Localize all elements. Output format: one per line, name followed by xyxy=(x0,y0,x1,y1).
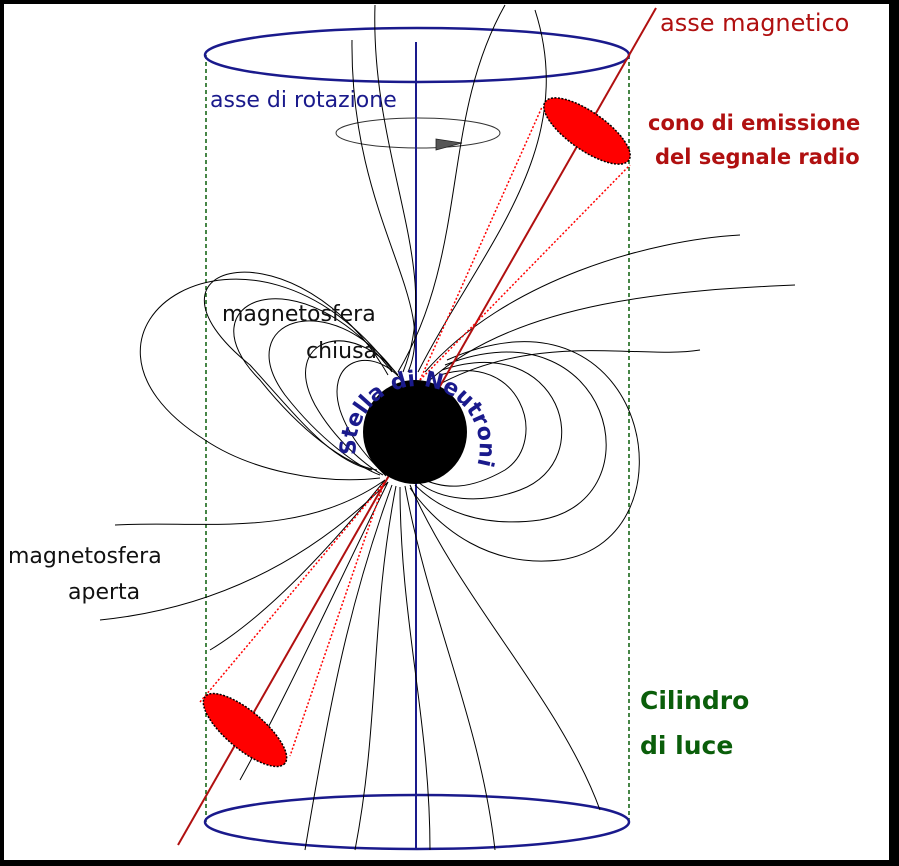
rotation-axis-label: asse di rotazione xyxy=(210,88,397,113)
lower-emission-cone-edge-left xyxy=(199,482,385,703)
light-cylinder-label-line2: di luce xyxy=(640,731,734,760)
closed-magnetosphere-label-line1: magnetosfera xyxy=(222,302,376,327)
emission-cone-label-line1: cono di emissione xyxy=(648,111,861,135)
light-cylinder-label-line1: Cilindro xyxy=(640,686,750,715)
lower-emission-cone-ellipse xyxy=(202,692,288,768)
magnetic-field-lines xyxy=(99,4,796,851)
open-magnetosphere-label-line2: aperta xyxy=(68,580,141,605)
closed-magnetosphere-label-line2: chiusa xyxy=(306,339,378,364)
neutron-star xyxy=(363,380,467,484)
magnetic-axis-label: asse magnetico xyxy=(660,9,850,37)
emission-cone-label-line2: del segnale radio xyxy=(655,145,860,169)
upper-emission-cone-edge-right xyxy=(419,164,631,381)
upper-emission-cone-edge-left xyxy=(419,106,543,381)
rotation-arrow-icon xyxy=(435,138,463,151)
rotation-direction-ellipse xyxy=(335,117,501,149)
open-magnetosphere-label-line1: magnetosfera xyxy=(8,544,162,569)
upper-emission-cone-ellipse xyxy=(543,97,631,165)
lower-emission-cone-edge-right xyxy=(289,482,385,757)
